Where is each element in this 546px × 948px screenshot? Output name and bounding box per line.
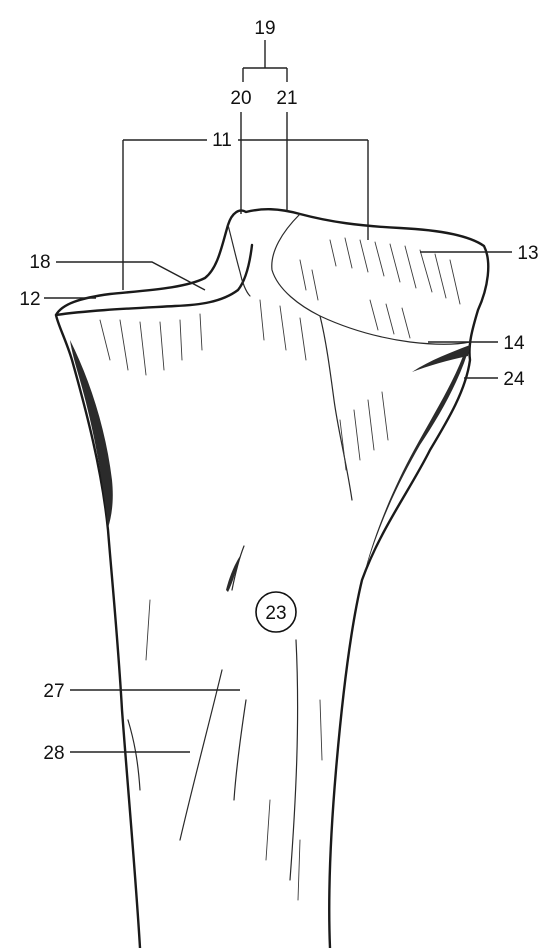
label-23: 23 bbox=[265, 603, 286, 624]
lateral-plateau-edge bbox=[272, 214, 470, 344]
hatching-shaft bbox=[146, 392, 388, 900]
label-24: 24 bbox=[503, 369, 525, 390]
label-28: 28 bbox=[43, 743, 64, 764]
label-12: 12 bbox=[19, 289, 40, 310]
hatching-medial bbox=[100, 300, 306, 375]
hatching-lateral bbox=[300, 238, 460, 338]
shaft-line-5 bbox=[128, 720, 140, 790]
shaft-line-2 bbox=[180, 670, 222, 840]
bone-drawing bbox=[56, 209, 488, 948]
intercondylar-ridge bbox=[228, 225, 250, 296]
shaft-line-3 bbox=[234, 700, 246, 800]
label-18: 18 bbox=[29, 252, 50, 273]
label-19: 19 bbox=[254, 18, 275, 39]
label-11: 11 bbox=[212, 130, 232, 151]
leader-lines bbox=[44, 40, 512, 752]
leader-19 bbox=[243, 40, 287, 82]
label-20: 20 bbox=[230, 88, 251, 109]
label-14: 14 bbox=[503, 333, 525, 354]
bone-outline bbox=[56, 209, 488, 948]
label-13: 13 bbox=[517, 243, 538, 264]
label-27: 27 bbox=[43, 681, 64, 702]
condyle-edge bbox=[56, 245, 252, 315]
label-21: 21 bbox=[276, 88, 297, 109]
leader-11 bbox=[123, 140, 368, 290]
shaft-line-4 bbox=[290, 640, 298, 880]
lateral-margin bbox=[320, 316, 352, 500]
